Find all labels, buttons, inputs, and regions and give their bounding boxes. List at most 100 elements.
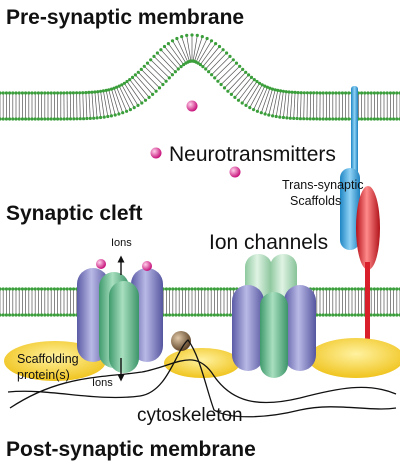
lipid-head (291, 91, 294, 94)
lipid-head (24, 91, 27, 94)
lipid-head (171, 39, 174, 42)
lipid-head (216, 287, 219, 290)
lipid-head (165, 313, 168, 316)
lipid-head (276, 89, 279, 92)
lipid-head (50, 91, 53, 94)
lipid-head (174, 70, 177, 73)
open-ion-channel (77, 259, 163, 378)
lipid-head (24, 313, 27, 316)
lipid-head (40, 117, 43, 120)
lipid-head (106, 115, 109, 118)
lipid-head (322, 91, 325, 94)
lipid-head (226, 313, 229, 316)
lipid-tail (287, 92, 289, 118)
lipid-head (66, 313, 69, 316)
lipid-head (123, 82, 126, 85)
lipid-head (178, 287, 181, 290)
lipid-head (196, 34, 199, 37)
lipid-head (360, 313, 363, 316)
lipid-head (72, 91, 75, 94)
lipid-head (171, 313, 174, 316)
lipid-tail (304, 93, 305, 119)
lipid-head (14, 91, 17, 94)
lipid-head (144, 99, 147, 102)
lipid-head (34, 313, 37, 316)
lipid-head (69, 313, 72, 316)
lipid-head (318, 117, 321, 120)
lipid-head (244, 104, 247, 107)
lipid-head (43, 313, 46, 316)
lipid-head (125, 110, 128, 113)
lipid-head (18, 313, 21, 316)
lipid-head (331, 117, 334, 120)
lipid-head (2, 313, 5, 316)
lipid-head (199, 63, 202, 66)
closed-ion-channel (232, 254, 316, 378)
lipid-head (187, 313, 190, 316)
lipid-head (50, 287, 53, 290)
lipid-head (0, 313, 2, 316)
lipid-head (350, 287, 353, 290)
lipid-head (185, 34, 188, 37)
lipid-head (376, 287, 379, 290)
lipid-tail (297, 93, 298, 119)
lipid-head (148, 96, 151, 99)
red-scaffold-body (356, 186, 380, 270)
lipid-head (344, 313, 347, 316)
lipid-head (171, 73, 174, 76)
lipid-head (222, 313, 225, 316)
lipid-head (376, 117, 379, 120)
lipid-head (24, 287, 27, 290)
lipid-tail (290, 92, 292, 118)
ligand-dot (142, 261, 152, 271)
ligand-dot (96, 259, 106, 269)
lipid-head (235, 62, 238, 65)
lipid-head (279, 89, 282, 92)
lipid-head (363, 117, 366, 120)
lipid-head (168, 313, 171, 316)
lipid-head (30, 117, 33, 120)
lipid-tail (95, 92, 97, 118)
lipid-tail (193, 35, 197, 61)
lipid-head (134, 73, 137, 76)
lipid-head (163, 45, 166, 48)
lipid-head (252, 108, 255, 111)
lipid-head (69, 287, 72, 290)
lipid-head (315, 91, 318, 94)
lipid-head (238, 65, 241, 68)
lipid-head (8, 117, 11, 120)
lipid-head (110, 114, 113, 117)
lipid-head (256, 110, 259, 113)
lipid-head (344, 91, 347, 94)
lipid-head (133, 106, 136, 109)
lipid-head (206, 37, 209, 40)
lipid-head (72, 117, 75, 120)
lipid-head (347, 313, 350, 316)
lipid-head (382, 287, 385, 290)
pre-synaptic-heading: Pre-synaptic membrane (6, 6, 244, 30)
lipid-head (210, 39, 213, 42)
lipid-head (5, 313, 8, 316)
lipid-head (59, 91, 62, 94)
lipid-head (241, 68, 244, 71)
lipid-head (225, 51, 228, 54)
lipid-head (155, 90, 158, 93)
lipid-head (46, 287, 49, 290)
lipid-head (271, 114, 274, 117)
lipid-head (370, 117, 373, 120)
lipid-head (392, 117, 395, 120)
lipid-head (210, 287, 213, 290)
lipid-head (190, 287, 193, 290)
lipid-head (228, 55, 231, 58)
channel-subunit (284, 285, 316, 371)
lipid-head (379, 287, 382, 290)
lipid-head (200, 313, 203, 316)
lipid-head (34, 287, 37, 290)
lipid-head (21, 117, 24, 120)
lipid-head (360, 287, 363, 290)
lipid-head (341, 91, 344, 94)
lipid-head (350, 313, 353, 316)
lipid-head (232, 58, 235, 61)
